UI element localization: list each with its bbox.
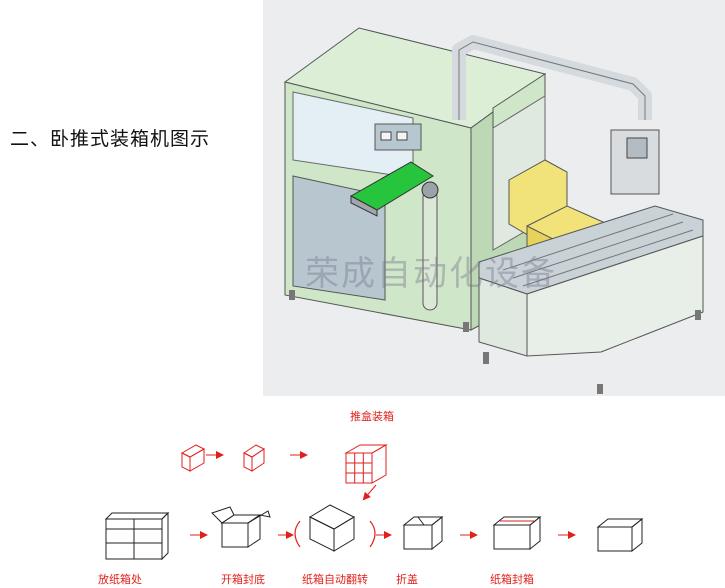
case-packer-illustration — [263, 0, 725, 396]
process-flow — [0, 425, 725, 588]
watermark-text: 荣成自动化设备 — [305, 254, 557, 294]
rotating-carton — [308, 504, 356, 552]
product-box-1 — [180, 444, 206, 472]
folding-carton — [402, 515, 444, 551]
finished-carton — [596, 517, 644, 553]
product-box-2 — [243, 444, 265, 472]
product-grid-stack — [344, 444, 388, 484]
step-label-auto-flip: 纸箱自动翻转 — [302, 573, 368, 586]
process-flow-diagram — [104, 444, 644, 561]
step-label-open-seal-bottom: 开箱封底 — [221, 573, 265, 586]
step-label-fold-flaps: 折盖 — [396, 573, 418, 586]
diagonal-arrow-icon — [362, 484, 377, 501]
rotate-arrows-icon — [294, 520, 376, 548]
sealed-carton — [492, 515, 542, 551]
step-label-seal-carton: 纸箱封箱 — [490, 573, 534, 586]
section-heading: 二、卧推式装箱机图示 — [10, 128, 211, 150]
machine-render — [263, 0, 725, 396]
step-label-place-carton: 放纸箱处 — [98, 573, 142, 586]
open-carton — [211, 506, 271, 548]
flat-carton-stack — [104, 511, 170, 561]
flow-title: 推盒装箱 — [350, 410, 394, 423]
